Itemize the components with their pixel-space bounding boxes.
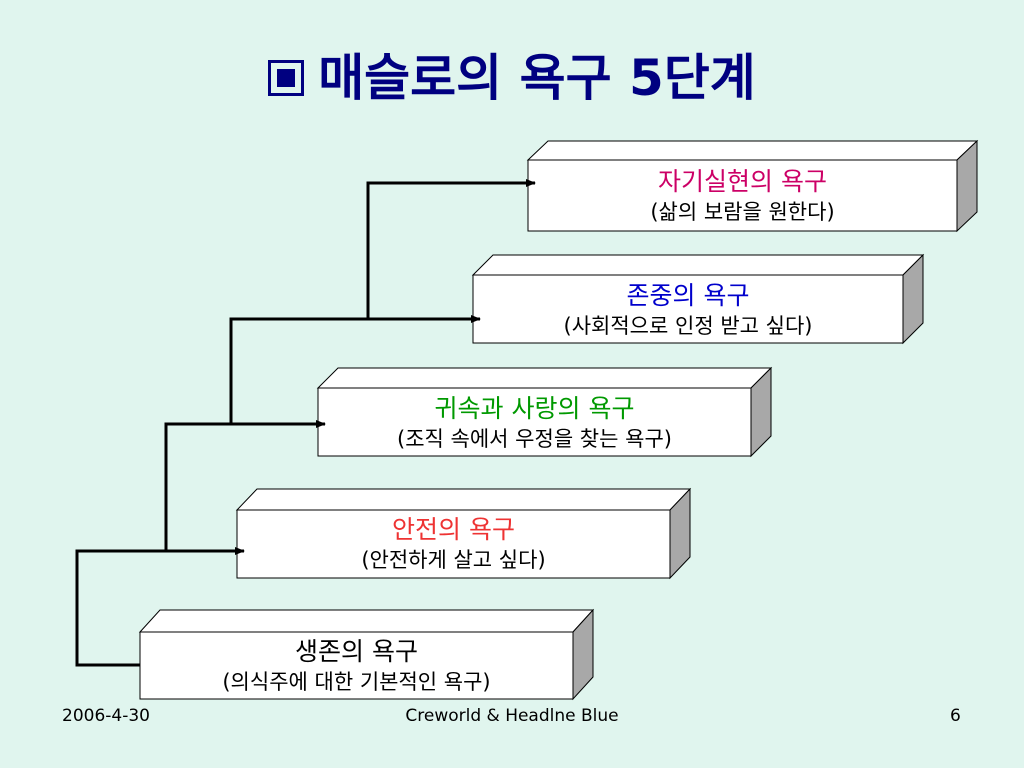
square-bullet-icon — [268, 59, 305, 96]
need-block-belonging — [316, 366, 773, 458]
need-name: 자기실현의 욕구 — [658, 167, 827, 196]
slide-title: 매슬로의 욕구 5단계 — [0, 42, 1024, 114]
need-name: 안전의 욕구 — [392, 515, 515, 544]
need-block-safety — [235, 487, 692, 580]
need-text-survival: 생존의 욕구 (의식주에 대한 기본적인 욕구) — [140, 636, 573, 696]
connector-arrow-2 — [164, 420, 326, 551]
need-text-safety: 안전의 욕구 (안전하게 살고 싶다) — [237, 514, 670, 574]
need-name: 귀속과 사랑의 욕구 — [434, 394, 635, 423]
need-name: 생존의 욕구 — [295, 637, 418, 666]
need-block-esteem — [471, 253, 925, 345]
connector-arrow-3 — [229, 315, 481, 424]
need-text-self-actualization: 자기실현의 욕구 (삶의 보람을 원한다) — [528, 166, 957, 226]
need-name: 존중의 욕구 — [626, 281, 750, 310]
need-desc: (삶의 보람을 원한다) — [650, 200, 835, 224]
slide-title-text: 매슬로의 욕구 5단계 — [318, 49, 756, 107]
need-text-belonging: 귀속과 사랑의 욕구 (조직 속에서 우정을 찾는 욕구) — [318, 393, 751, 453]
need-desc: (의식주에 대한 기본적인 욕구) — [222, 670, 491, 694]
footer-date: 2006-4-30 — [62, 706, 150, 726]
need-block-survival — [138, 608, 595, 701]
connector-arrow-4 — [366, 179, 536, 319]
connector-arrow-1 — [75, 547, 245, 667]
footer-page-number: 6 — [950, 706, 961, 726]
need-text-esteem: 존중의 욕구 (사회적으로 인정 받고 싶다) — [473, 280, 903, 340]
need-block-self-actualization — [526, 139, 979, 233]
need-desc: (사회적으로 인정 받고 싶다) — [563, 314, 813, 338]
need-desc: (조직 속에서 우정을 찾는 욕구) — [397, 427, 672, 451]
footer-credit: Creworld & Headlne Blue — [405, 706, 619, 726]
need-desc: (안전하게 살고 싶다) — [361, 548, 546, 572]
